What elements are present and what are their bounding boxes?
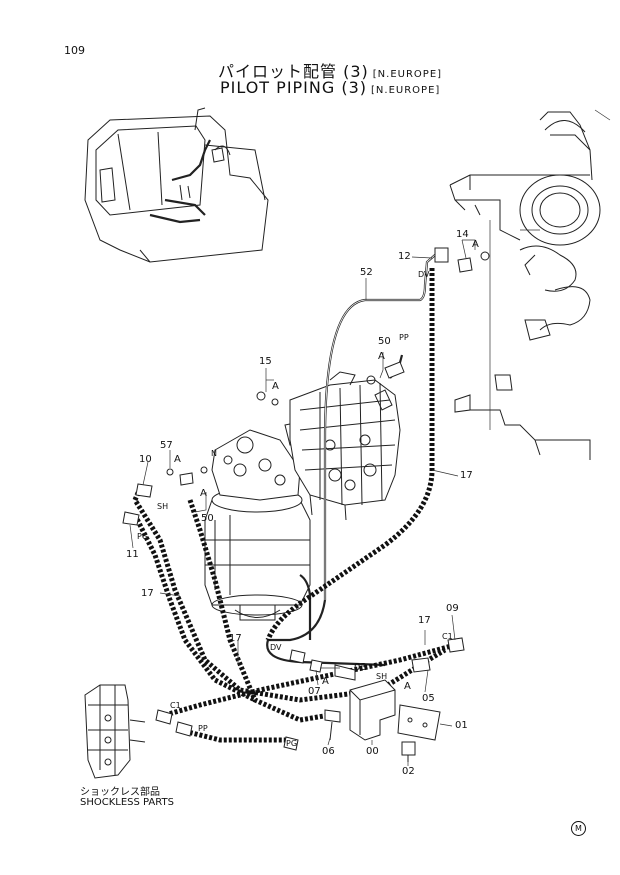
- callout-17-right: 17: [460, 470, 473, 481]
- callout-05-a: A: [404, 681, 411, 692]
- page-title-english: PILOT PIPING (3)[N.EUROPE]: [220, 78, 440, 97]
- callout-c1-left: C1: [170, 701, 181, 710]
- callout-14: 14: [456, 229, 469, 240]
- callout-07-a: A: [322, 676, 329, 687]
- callout-dv-12: DV: [418, 270, 430, 279]
- callout-15: 15: [259, 356, 272, 367]
- pilot-hoses: [132, 268, 456, 743]
- callout-57: 57: [160, 440, 173, 451]
- callout-03: 03: [354, 662, 367, 673]
- manufacturer-logo: M: [571, 821, 586, 836]
- shockless-parts-inset: [84, 684, 193, 779]
- callout-pg-left: PG: [137, 532, 149, 541]
- callout-02: 02: [402, 766, 415, 777]
- title-english-suffix: [N.EUROPE]: [371, 85, 441, 96]
- callout-17-mid: 17: [229, 633, 242, 644]
- leader-lines: [129, 239, 476, 766]
- callout-17-lower: 17: [418, 615, 431, 626]
- callout-n: N: [211, 449, 217, 458]
- callout-57-a: A: [174, 454, 181, 465]
- title-japanese-suffix: [N.EUROPE]: [372, 69, 443, 80]
- shockless-parts-label-japanese: ショックレス部品: [80, 787, 160, 798]
- callout-52: 52: [360, 267, 373, 278]
- callout-10: 10: [139, 454, 152, 465]
- callout-12: 12: [398, 251, 411, 262]
- page-number: 109: [64, 44, 85, 57]
- callout-c1-right: C1: [442, 632, 453, 641]
- title-japanese-text: パイロット配管 (3): [218, 62, 369, 81]
- callout-sh-mid: SH: [376, 672, 388, 681]
- solenoid-valve-block: [324, 664, 441, 762]
- callout-50-upper-a: A: [378, 351, 385, 362]
- control-valve: [289, 371, 401, 521]
- callout-17-left: 17: [141, 588, 154, 599]
- callout-pg-bottom: PG: [286, 739, 298, 748]
- page-title-japanese: パイロット配管 (3)[N.EUROPE]: [218, 58, 442, 82]
- callout-09: 09: [446, 603, 459, 614]
- callout-pp-upper: PP: [399, 333, 409, 342]
- callout-dv-mid: DV: [270, 643, 282, 652]
- callout-06: 06: [322, 746, 335, 757]
- callout-05: 05: [422, 693, 435, 704]
- title-english-text: PILOT PIPING (3): [220, 78, 368, 97]
- callout-07: 07: [308, 686, 321, 697]
- callout-00: 00: [366, 746, 379, 757]
- upper-frame: [449, 109, 611, 460]
- callout-pp-left: PP: [198, 724, 208, 733]
- shockless-parts-label-english: SHOCKLESS PARTS: [80, 797, 174, 808]
- fittings: [122, 247, 490, 751]
- callout-50-lower: 50: [201, 513, 214, 524]
- excavator-cab-inset: [84, 107, 269, 263]
- callout-50-lower-a: A: [200, 488, 207, 499]
- callout-50-upper: 50: [378, 336, 391, 347]
- callout-15-a: A: [272, 381, 279, 392]
- callout-01: 01: [455, 720, 468, 731]
- callout-14-a: A: [472, 239, 479, 250]
- callout-sh-left: SH: [157, 502, 169, 511]
- callout-11: 11: [126, 549, 139, 560]
